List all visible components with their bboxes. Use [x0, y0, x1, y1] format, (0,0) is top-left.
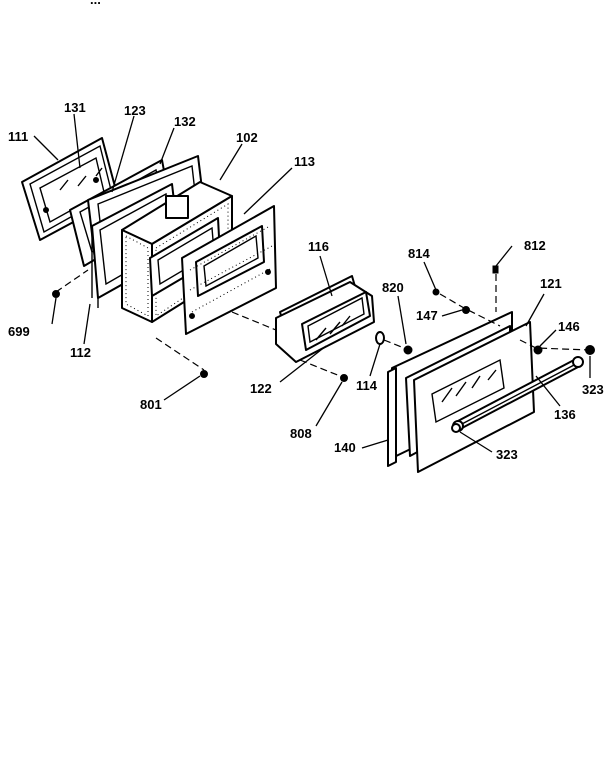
callout-111: 111	[8, 129, 28, 144]
callout-121: 121	[540, 276, 562, 291]
header-fragment: ...	[90, 0, 101, 7]
callout-812: 812	[524, 238, 546, 253]
part-inner-glass-frame	[21, 137, 119, 241]
callout-146: 146	[558, 319, 580, 334]
callout-113: 113	[294, 154, 315, 169]
leader-lines	[33, 113, 591, 453]
callout-116: 116	[308, 239, 329, 254]
part-window-glass-pack	[275, 275, 375, 363]
clip-812	[492, 265, 499, 274]
callout-323-lower: 323	[496, 447, 518, 462]
assembly-lines	[55, 269, 591, 377]
screw-801	[200, 370, 208, 378]
callout-122: 122	[250, 381, 272, 396]
callout-808: 808	[290, 426, 312, 441]
callout-820: 820	[382, 280, 404, 295]
cap-323-lower	[451, 423, 461, 433]
callout-132: 132	[174, 114, 196, 129]
screw-808	[340, 374, 348, 382]
callout-814: 814	[408, 246, 430, 261]
callout-102: 102	[236, 130, 258, 145]
callout-112: 112	[70, 345, 91, 360]
callout-131: 131	[64, 100, 86, 115]
part-inner-door-panel	[181, 205, 277, 335]
callout-323-right: 323	[582, 382, 604, 397]
part-outer-door	[387, 311, 535, 473]
callout-114: 114	[356, 378, 378, 393]
callout-123: 123	[124, 103, 146, 118]
hardware-fasteners	[52, 265, 595, 433]
spacer-114	[375, 331, 385, 345]
screw-820	[403, 345, 413, 355]
callout-699: 699	[8, 324, 30, 339]
callout-801: 801	[140, 397, 162, 412]
callout-labels: 111 131 123 132 102 113 116 814 812 820 …	[8, 100, 604, 462]
callout-140: 140	[334, 440, 356, 455]
callout-136: 136	[554, 407, 576, 422]
callout-147: 147	[416, 308, 438, 323]
screw-699	[52, 290, 60, 298]
